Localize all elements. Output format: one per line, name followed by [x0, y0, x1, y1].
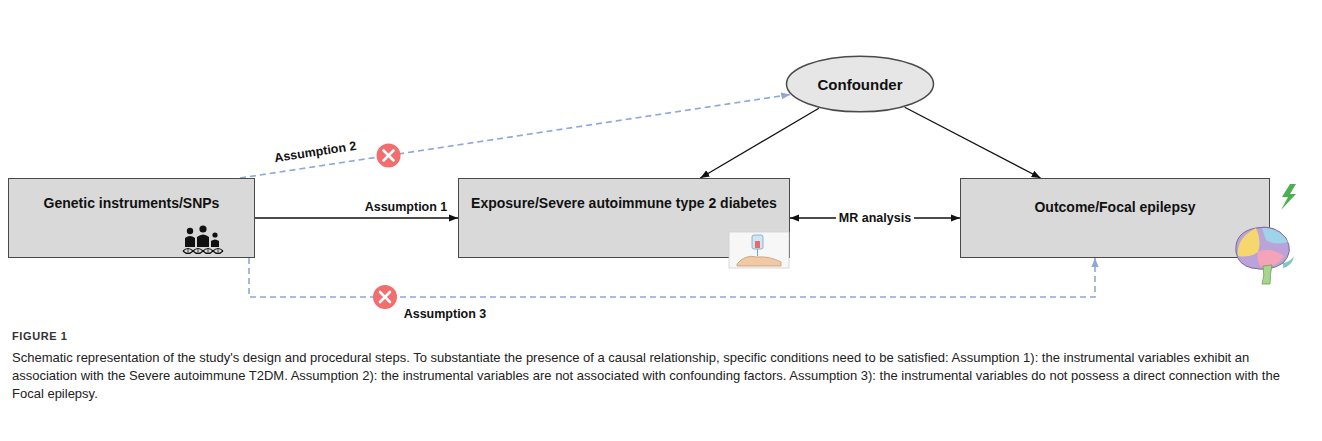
confounder-ellipse: Confounder: [785, 55, 935, 113]
outcome-box: Outcome/Focal epilepsy: [960, 178, 1270, 258]
figure-caption: Schematic representation of the study's …: [12, 349, 1308, 403]
node-text: Confounder: [818, 76, 903, 93]
arrow-connector: [700, 108, 818, 178]
figure-number: FIGURE 1: [12, 330, 68, 342]
edge-label: Assumption 3: [401, 307, 490, 321]
arrow-connector: [255, 217, 458, 218]
exposure-box: Exposure/Severe autoimmune type 2 diabet…: [458, 178, 790, 258]
dashed-connector: [240, 95, 790, 178]
treatment-icon: [729, 232, 789, 268]
node-text: Exposure/Severe autoimmune type 2 diabet…: [469, 195, 779, 212]
brain-icon: [1236, 227, 1294, 284]
instrument-box: Genetic instruments/SNPs: [8, 178, 255, 258]
edge-label: MR analysis: [836, 211, 914, 225]
edge-label: Assumption 2: [270, 139, 360, 166]
blocked-path-mark: [373, 285, 397, 309]
lightning-icon: [1281, 184, 1296, 210]
blocked-path-mark: [377, 143, 401, 167]
dashed-connector: [249, 258, 1095, 297]
arrow-connector: [905, 107, 1041, 178]
node-text: Outcome/Focal epilepsy: [971, 199, 1259, 216]
family-dna-icon: [183, 225, 223, 253]
edge-label: Assumption 1: [362, 200, 451, 214]
node-text: Genetic instruments/SNPs: [19, 195, 244, 212]
